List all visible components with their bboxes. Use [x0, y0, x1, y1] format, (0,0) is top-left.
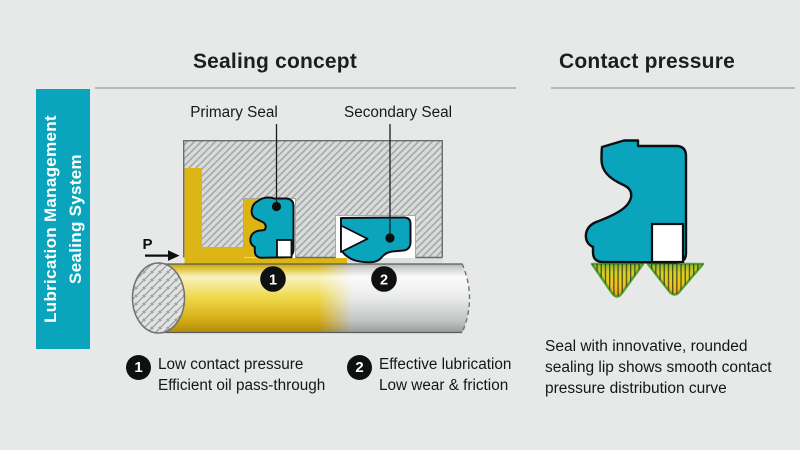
oil-channel — [184, 247, 244, 259]
note-1-line-1: Low contact pressure — [158, 356, 304, 373]
pressure-distribution-curve — [590, 262, 705, 298]
brand-banner: Lubrication Management Sealing System — [36, 89, 90, 349]
contact-pressure-caption: Seal with innovative, rounded sealing li… — [545, 336, 772, 399]
marker-1-circle — [260, 266, 286, 292]
note-2-line-2: Low wear & friction — [379, 377, 509, 394]
pressure-direction-label: P — [143, 236, 153, 253]
section-title-contact-pressure: Contact pressure — [559, 50, 735, 73]
banner-line-1: Lubrication Management — [41, 115, 60, 323]
secondary-seal-shape — [340, 216, 412, 264]
housing-outline — [183, 140, 443, 259]
primary-anchor-dot — [271, 201, 282, 212]
note-1: 1 Low contact pressure Efficient oil pas… — [126, 354, 325, 396]
rounded-lip-seal-spring — [650, 222, 685, 264]
note-1-badge: 1 — [126, 355, 151, 380]
shaft-end-face — [131, 262, 186, 334]
secondary-anchor-dot — [385, 233, 395, 243]
divider-right — [551, 87, 795, 89]
shaft-surface-lines — [158, 263, 462, 334]
shaft-cut-line — [461, 263, 471, 334]
caption-line-2: sealing lip shows smooth contact — [545, 359, 772, 376]
primary-seal-spring — [276, 239, 293, 259]
contact-pressure-diagram — [584, 139, 705, 298]
marker-2-number: 2 — [380, 272, 388, 288]
caption-line-3: pressure distribution curve — [545, 380, 727, 397]
divider-left — [95, 87, 516, 89]
oil-film — [184, 258, 347, 265]
banner-line-2: Sealing System — [66, 154, 85, 284]
primary-seal-label: Primary Seal — [190, 104, 278, 121]
marker-2-circle — [371, 266, 397, 292]
sealing-concept-diagram: P 1 2 — [131, 124, 471, 334]
secondary-seal-notch — [340, 224, 369, 253]
oil-inlet — [184, 168, 202, 258]
note-2: 2 Effective lubrication Low wear & frict… — [347, 354, 511, 396]
pressure-arrow-head — [168, 250, 180, 261]
secondary-seal-label: Secondary Seal — [344, 104, 452, 121]
note-1-line-2: Efficient oil pass-through — [158, 377, 326, 394]
caption-line-1: Seal with innovative, rounded — [545, 338, 748, 355]
marker-1-number: 1 — [269, 272, 277, 288]
dry-film — [347, 258, 443, 265]
note-2-line-1: Effective lubrication — [379, 356, 512, 373]
section-title-sealing-concept: Sealing concept — [192, 50, 358, 73]
brand-banner-text: Lubrication Management Sealing System — [36, 89, 90, 349]
note-2-badge: 2 — [347, 355, 372, 380]
shaft-oil-coated — [158, 263, 352, 333]
